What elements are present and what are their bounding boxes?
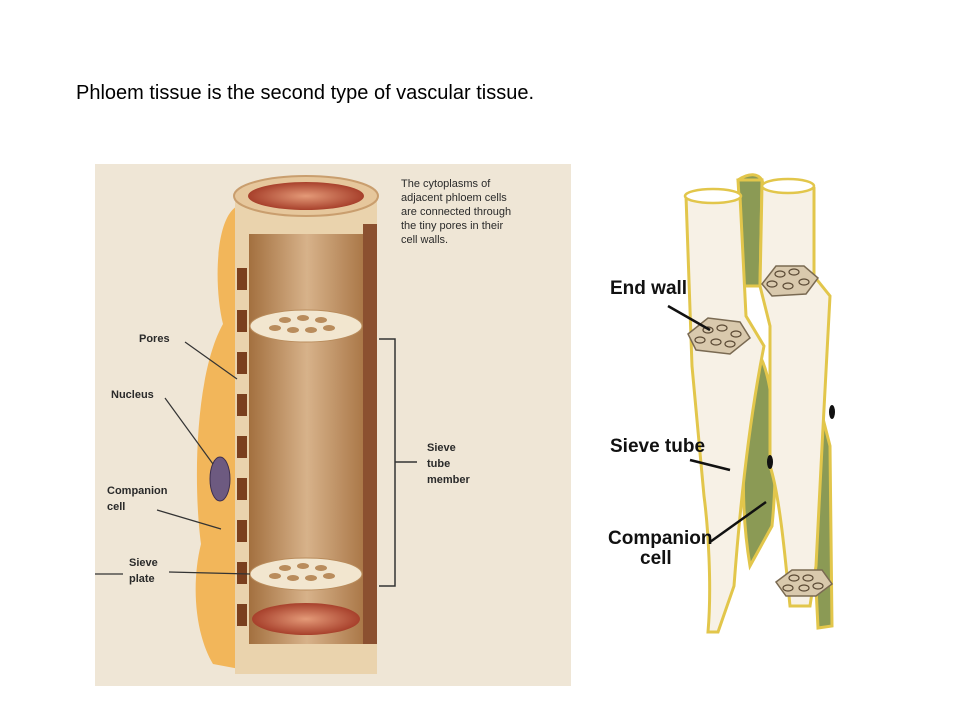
companion-cell-label-line1: Companion <box>107 485 168 497</box>
caption-line-3: are connected through <box>401 206 511 218</box>
sieve-plate-leader <box>168 571 251 575</box>
wall-pores <box>237 268 247 626</box>
sieve-plate-bottom <box>249 557 363 591</box>
phloem-cutaway-diagram: The cytoplasms of adjacent phloem cells … <box>95 164 571 686</box>
caption-line-1: The cytoplasms of <box>401 178 491 190</box>
slide-title: Phloem tissue is the second type of vasc… <box>76 82 535 104</box>
nucleus-leader <box>164 397 214 465</box>
end-wall-plate-2 <box>761 265 820 297</box>
tube-left-top-end <box>683 187 743 205</box>
sieve-tube-label: Sieve tube <box>610 436 705 457</box>
caption-line-5: cell walls. <box>401 234 448 246</box>
companion-cell-body <box>195 204 245 670</box>
sieve-tube-leader <box>689 458 731 472</box>
caption-line-2: adjacent phloem cells <box>401 192 507 204</box>
sieve-tube-member-label-line2: tube <box>427 458 450 470</box>
tube-right-wall <box>363 224 377 644</box>
end-wall-label: End wall <box>610 278 687 299</box>
sieve-tube-drawing: End wall Sieve tube Companion cell <box>608 173 835 634</box>
svg-text:The cytoplasms of adjacent: The cytoplasms of adjacent phloem cells … <box>401 178 514 246</box>
sieve-tube-member-label-line1: Sieve <box>427 442 456 454</box>
pores-leader <box>184 341 238 380</box>
nucleus-label: Nucleus <box>111 389 154 401</box>
sieve-plate-top <box>249 309 363 343</box>
caption-line-4: the tiny pores in their <box>401 220 503 232</box>
companion-cell-right-label-line2: cell <box>640 548 672 569</box>
sieve-tube-member-bracket <box>379 338 417 587</box>
nucleus-shape <box>209 456 231 502</box>
sieve-tube-member-label-line3: member <box>427 474 471 486</box>
companion-cell-leader-right <box>709 500 767 544</box>
companion-nucleus-1 <box>767 455 773 469</box>
tube-right-top-end <box>760 177 816 195</box>
end-wall-leader <box>667 304 711 332</box>
companion-cell-leader <box>156 509 222 530</box>
companion-nucleus-2 <box>829 405 835 419</box>
tube-bottom-opening <box>252 603 360 635</box>
end-wall-plate-3 <box>774 569 834 597</box>
companion-cell-right-label-line1: Companion <box>608 528 713 549</box>
pores-label: Pores <box>139 333 170 345</box>
tube-top-opening <box>248 182 364 210</box>
sieve-plate-label-line2: plate <box>129 573 155 585</box>
companion-cell-label-line2: cell <box>107 501 125 513</box>
sieve-plate-label-line1: Sieve <box>129 557 158 569</box>
